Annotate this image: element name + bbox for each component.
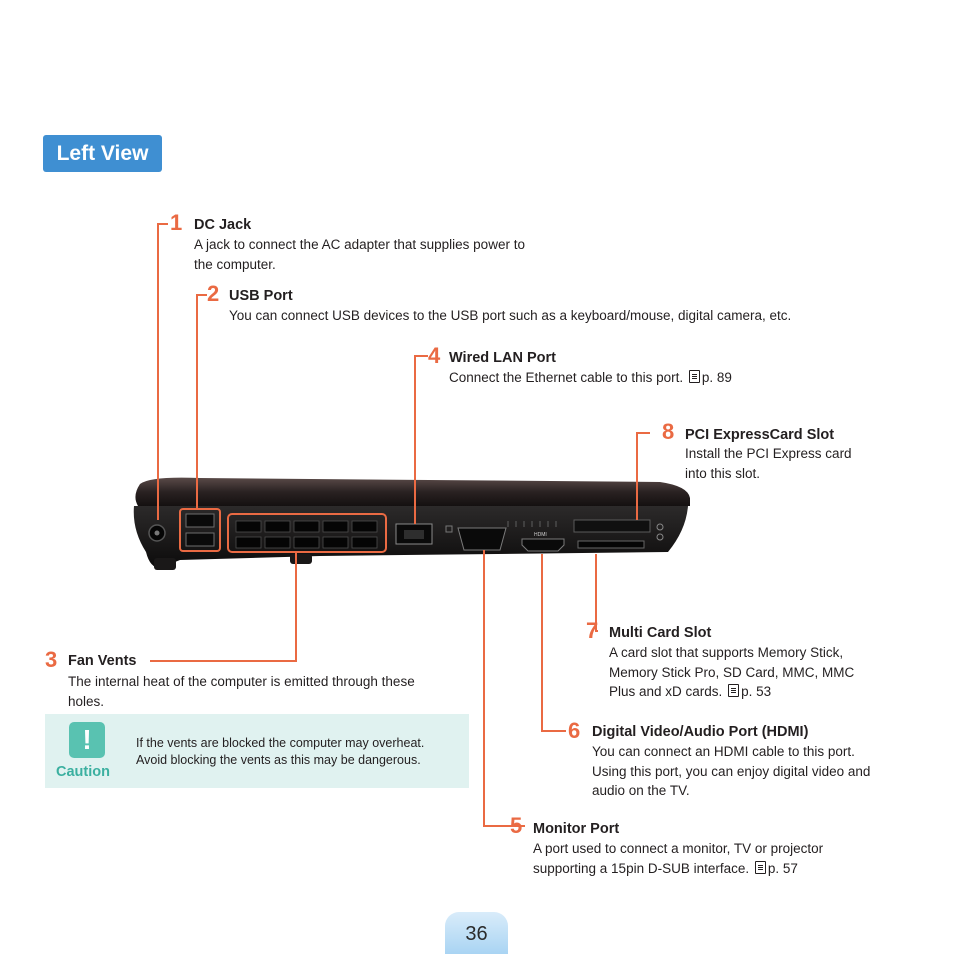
fan-vents-description: The internal heat of the computer is emi… [68,674,415,709]
page-number: 36 [445,912,508,954]
hdmi-port-title: Digital Video/Audio Port (HDMI) [592,724,809,740]
hdmi-port-description: You can connect an HDMI cable to this po… [592,744,871,798]
caution-box [45,714,469,788]
dc-jack-title: DC Jack [194,217,252,233]
callout-number-7: 7 [586,618,599,643]
usb-port-description: You can connect USB devices to the USB p… [229,308,792,323]
callout-number-3: 3 [45,647,58,672]
callout-number-2: 2 [207,281,220,306]
callout-number-4: 4 [428,343,441,368]
section-title: Left View [43,135,162,172]
wired-lan-port-title: Wired LAN Port [449,350,557,366]
caution-text: If the vents are blocked the computer ma… [136,736,425,767]
page-reference-icon [688,370,700,383]
multi-card-slot-title: Multi Card Slot [609,625,712,641]
monitor-port-description: A port used to connect a monitor, TV or … [533,841,824,876]
usb-port-title: USB Port [229,288,293,304]
page-reference-icon [754,860,766,874]
hdmi-port-label: HDMI [534,532,547,538]
dc-jack-description: A jack to connect the AC adapter that su… [194,237,525,272]
page-reference-link[interactable]: p. 89 [701,370,732,385]
page-reference-link[interactable]: p. 53 [741,684,772,699]
callout-number-6: 6 [568,718,581,743]
multi-card-slot-description: A card slot that supports Memory Stick,M… [609,645,855,699]
callout-number-8: 8 [662,419,675,444]
callout-number-1: 1 [170,210,183,235]
page-reference-link[interactable]: p. 57 [767,860,798,876]
callout-number-5: 5 [510,813,523,838]
fan-vents-title: Fan Vents [68,653,137,669]
pci-expresscard-slot-title: PCI ExpressCard Slot [685,427,835,443]
exclamation-icon: ! [69,722,105,758]
page-reference-icon [728,684,740,697]
caution-label: Caution [56,764,110,780]
wired-lan-port-description: Connect the Ethernet cable to this port.… [449,370,732,385]
monitor-port-title: Monitor Port [533,821,620,837]
